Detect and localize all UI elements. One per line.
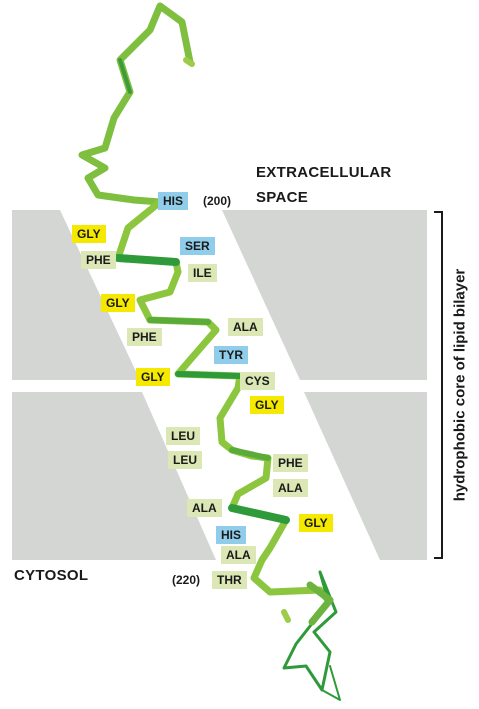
residue-tag: LEU [166, 427, 200, 445]
membrane-inner-right [304, 392, 427, 560]
membrane-inner-left [12, 392, 216, 560]
residue-tag: LEU [168, 451, 202, 469]
ribbon-helix [114, 198, 332, 604]
extracellular-label: EXTRACELLULAR [256, 164, 392, 181]
residue-tag: ALA [221, 546, 256, 564]
residue-number-220: (220) [172, 573, 201, 587]
residue-tag: HIS [216, 526, 247, 544]
residue-tag: TYR [214, 346, 248, 364]
bilayer-core-label: hydrophobic core of lipid bilayer [451, 268, 469, 502]
residue-tag: GLY [136, 368, 170, 386]
residue-tag: ALA [273, 479, 308, 497]
residue-number-200: (200) [203, 194, 232, 208]
residue-tag: GLY [101, 294, 135, 312]
residue-tag: SER [180, 237, 215, 255]
membrane-outer-right [222, 210, 427, 380]
membrane-outer-left [12, 210, 140, 380]
space-label: SPACE [256, 189, 309, 206]
bilayer-bracket [434, 211, 443, 559]
residue-tag: ALA [228, 318, 263, 336]
residue-tag: GLY [72, 225, 106, 243]
ribbon-extracellular-loop [78, 2, 194, 206]
residue-tag: GLY [250, 396, 284, 414]
lipid-bilayer [12, 210, 427, 560]
residue-tag: PHE [81, 251, 116, 269]
residue-tag: PHE [127, 328, 162, 346]
residue-tag: GLY [299, 514, 333, 532]
ribbon-cytosolic-tail [282, 570, 338, 692]
residue-tag: CYS [240, 372, 275, 390]
residue-tag: HIS [158, 192, 189, 210]
residue-tag: PHE [273, 454, 308, 472]
residue-tag: THR [212, 571, 247, 589]
residue-tag: ILE [188, 264, 217, 282]
residue-tag: ALA [187, 499, 222, 517]
polypeptide-ribbon [78, 2, 341, 701]
cytosol-label: CYTOSOL [14, 567, 89, 584]
